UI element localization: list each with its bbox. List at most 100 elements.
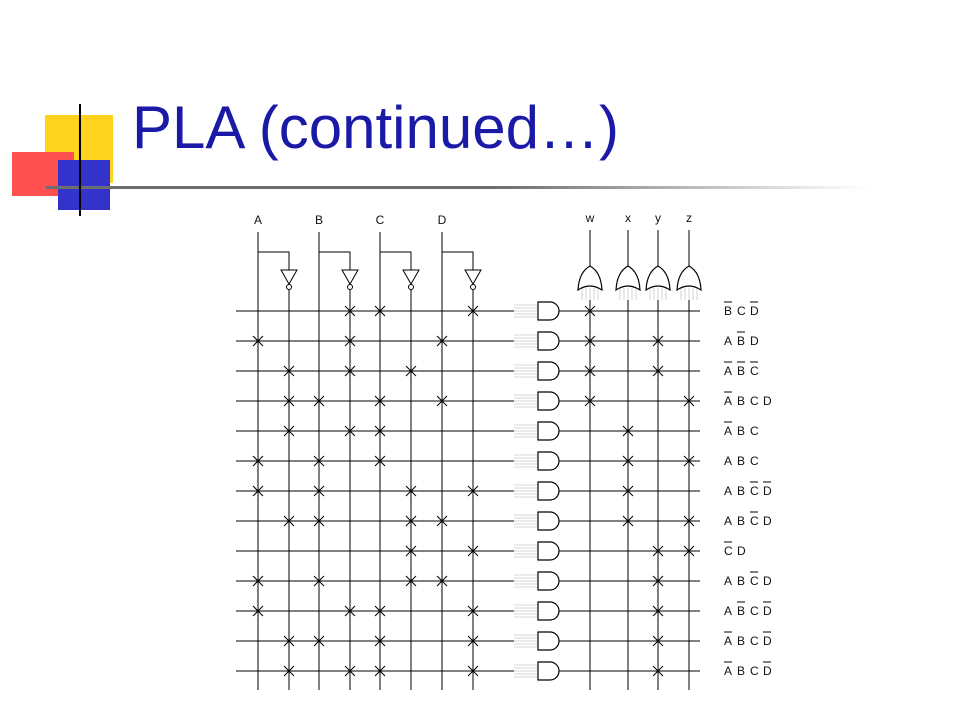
cross-stroke xyxy=(683,395,695,407)
cross-stroke xyxy=(252,575,264,587)
or-connection-mark xyxy=(652,605,664,617)
and-connection-mark xyxy=(283,365,295,377)
and-connection-mark xyxy=(374,305,386,317)
cross-stroke xyxy=(436,395,448,407)
inverter-b xyxy=(341,269,359,286)
connection-marks xyxy=(252,305,695,677)
term-var-d: D xyxy=(763,574,772,588)
term-var-c: C xyxy=(724,544,733,558)
and-gate xyxy=(537,511,560,531)
inverter-d xyxy=(464,269,482,286)
and-gate xyxy=(537,541,560,561)
cross-stroke xyxy=(584,305,596,317)
term-var-b: B xyxy=(737,364,745,378)
term-var-d: D xyxy=(763,514,772,528)
term-var-c: C xyxy=(750,514,759,528)
or-connection-mark xyxy=(652,665,664,677)
and-connection-mark xyxy=(374,425,386,437)
cross-stroke xyxy=(283,425,295,437)
and-connection-mark xyxy=(252,455,264,467)
and-connection-mark xyxy=(374,635,386,647)
cross-stroke xyxy=(467,605,479,617)
term-var-a: A xyxy=(724,334,732,348)
term-var-c: C xyxy=(750,664,759,678)
output-label-z: z xyxy=(686,211,692,225)
and-connection-mark xyxy=(467,305,479,317)
and-connection-mark xyxy=(252,485,264,497)
cross-stroke xyxy=(405,515,417,527)
cross-stroke xyxy=(405,485,417,497)
cross-stroke xyxy=(622,515,634,527)
and-connection-mark xyxy=(313,515,325,527)
term-var-a: A xyxy=(724,424,732,438)
and-connection-mark xyxy=(344,365,356,377)
term-var-a: A xyxy=(724,484,732,498)
and-gate xyxy=(537,451,560,471)
and-connection-mark xyxy=(436,515,448,527)
and-connection-mark xyxy=(467,665,479,677)
cross-stroke xyxy=(405,575,417,587)
or-connection-mark xyxy=(584,335,596,347)
term-var-a: A xyxy=(724,514,732,528)
cross-stroke xyxy=(283,635,295,647)
and-connection-mark xyxy=(313,485,325,497)
cross-stroke xyxy=(652,545,664,557)
and-connection-mark xyxy=(252,575,264,587)
cross-stroke xyxy=(652,605,664,617)
output-label-x: x xyxy=(625,211,631,225)
term-var-d: D xyxy=(763,394,772,408)
cross-stroke xyxy=(313,395,325,407)
cross-stroke xyxy=(283,395,295,407)
and-connection-mark xyxy=(313,635,325,647)
and-connection-mark xyxy=(344,665,356,677)
term-var-b: B xyxy=(737,514,745,528)
and-gate xyxy=(537,571,560,591)
term-var-d: D xyxy=(750,304,759,318)
inverter-feed-d xyxy=(442,251,474,270)
term-var-c: C xyxy=(750,394,759,408)
cross-stroke xyxy=(652,335,664,347)
and-gate xyxy=(537,421,560,441)
and-connection-mark xyxy=(405,515,417,527)
term-var-c: C xyxy=(750,454,759,468)
or-connection-mark xyxy=(622,425,634,437)
and-connection-mark xyxy=(283,425,295,437)
term-var-a: A xyxy=(724,454,732,468)
cross-stroke xyxy=(374,455,386,467)
term-var-b: B xyxy=(737,394,745,408)
and-gate xyxy=(537,391,560,411)
or-connection-mark xyxy=(683,515,695,527)
term-var-b: B xyxy=(737,604,745,618)
and-connection-mark xyxy=(344,605,356,617)
and-connection-mark xyxy=(436,575,448,587)
or-connection-mark xyxy=(652,545,664,557)
cross-stroke xyxy=(313,635,325,647)
and-connection-mark xyxy=(252,605,264,617)
and-connection-mark xyxy=(374,455,386,467)
and-connection-mark xyxy=(313,455,325,467)
or-connection-mark xyxy=(652,575,664,587)
or-connection-mark xyxy=(652,335,664,347)
term-var-c: C xyxy=(750,604,759,618)
cross-stroke xyxy=(467,635,479,647)
inverter-bubble-b xyxy=(347,284,353,290)
cross-stroke xyxy=(344,305,356,317)
cross-stroke xyxy=(374,395,386,407)
and-connection-mark xyxy=(283,395,295,407)
and-connection-mark xyxy=(313,575,325,587)
and-gate xyxy=(537,601,560,621)
term-var-b: B xyxy=(737,454,745,468)
cross-stroke xyxy=(283,515,295,527)
and-connection-mark xyxy=(467,545,479,557)
and-gate xyxy=(537,631,560,651)
inverter-feed-b xyxy=(319,251,351,270)
and-connection-mark xyxy=(374,395,386,407)
input-label-d: D xyxy=(438,213,447,227)
